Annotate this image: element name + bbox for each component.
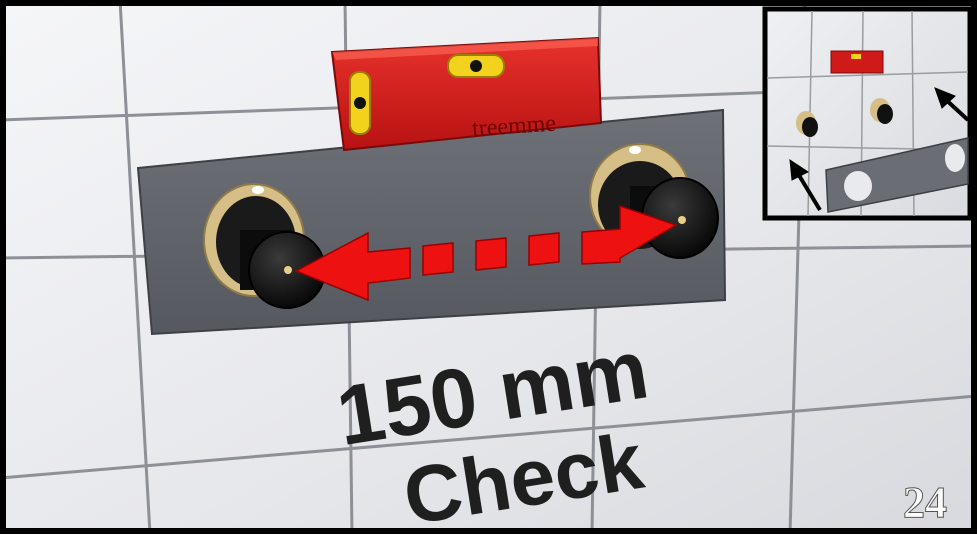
inset-overview-panel [765, 9, 970, 218]
step-number: 24 [903, 478, 947, 527]
